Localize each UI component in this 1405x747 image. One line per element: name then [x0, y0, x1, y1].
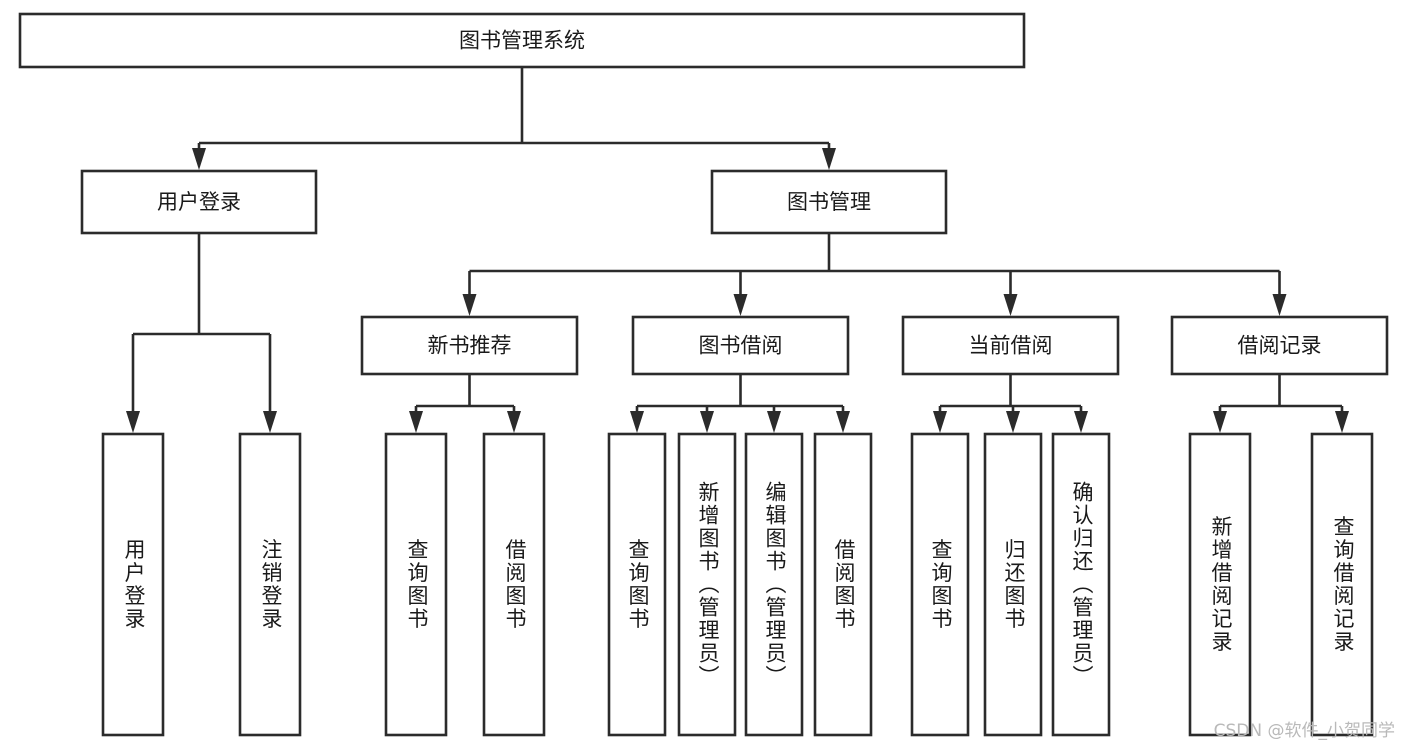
node-box — [607, 432, 667, 737]
node-box — [1310, 432, 1374, 737]
node-box — [744, 432, 804, 737]
node-box — [238, 432, 302, 737]
node-label: 查询图书 — [626, 539, 650, 631]
node-layer: 图书管理系统用户登录图书管理新书推荐图书借阅当前借阅借阅记录用户登录注销登录查询… — [18, 12, 1389, 737]
node-l1_0[interactable]: 用户登录 — [80, 169, 318, 235]
node-leaf_1[interactable]: 注销登录 — [238, 432, 302, 737]
node-leaf_0[interactable]: 用户登录 — [101, 432, 165, 737]
node-leaf_8[interactable]: 查询图书 — [910, 432, 970, 737]
node-l2_3[interactable]: 借阅记录 — [1170, 315, 1389, 376]
node-label: 用户登录 — [122, 539, 146, 631]
node-label: 注销登录 — [259, 539, 283, 631]
node-box — [384, 432, 448, 737]
node-label: 图书管理系统 — [459, 29, 585, 53]
node-leaf_12[interactable]: 查询借阅记录 — [1310, 432, 1374, 737]
node-box — [901, 315, 1120, 376]
node-box — [1170, 315, 1389, 376]
node-label: 新书推荐 — [428, 334, 512, 358]
node-label: 借阅图书 — [503, 539, 527, 631]
node-l2_2[interactable]: 当前借阅 — [901, 315, 1120, 376]
node-box — [983, 432, 1043, 737]
node-box — [910, 432, 970, 737]
node-label: 新增图书（管理员） — [696, 481, 720, 688]
node-leaf_7[interactable]: 借阅图书 — [813, 432, 873, 737]
node-box — [710, 169, 948, 235]
node-leaf_3[interactable]: 借阅图书 — [482, 432, 546, 737]
node-box — [1051, 432, 1111, 737]
node-root[interactable]: 图书管理系统 — [18, 12, 1026, 69]
node-l1_1[interactable]: 图书管理 — [710, 169, 948, 235]
node-leaf_9[interactable]: 归还图书 — [983, 432, 1043, 737]
node-label: 查询图书 — [929, 539, 953, 631]
node-label: 用户登录 — [157, 190, 241, 214]
node-box — [101, 432, 165, 737]
node-box — [631, 315, 850, 376]
node-box — [1188, 432, 1252, 737]
node-box — [360, 315, 579, 376]
node-leaf_11[interactable]: 新增借阅记录 — [1188, 432, 1252, 737]
node-label: 借阅记录 — [1238, 334, 1322, 358]
node-label: 确认归还（管理员） — [1070, 481, 1094, 688]
node-l2_1[interactable]: 图书借阅 — [631, 315, 850, 376]
node-box — [80, 169, 318, 235]
node-label: 查询图书 — [405, 539, 429, 631]
node-label: 新增借阅记录 — [1209, 516, 1233, 654]
node-box — [813, 432, 873, 737]
node-label: 图书管理 — [787, 190, 871, 214]
node-label: 查询借阅记录 — [1331, 516, 1355, 654]
node-leaf_5[interactable]: 新增图书（管理员） — [677, 432, 737, 737]
node-label: 当前借阅 — [969, 334, 1053, 358]
node-leaf_2[interactable]: 查询图书 — [384, 432, 448, 737]
node-leaf_4[interactable]: 查询图书 — [607, 432, 667, 737]
node-box — [482, 432, 546, 737]
node-leaf_6[interactable]: 编辑图书（管理员） — [744, 432, 804, 737]
node-label: 图书借阅 — [699, 334, 783, 358]
node-box — [18, 12, 1026, 69]
node-label: 编辑图书（管理员） — [763, 481, 787, 688]
edge-layer — [126, 67, 1349, 433]
node-l2_0[interactable]: 新书推荐 — [360, 315, 579, 376]
node-box — [677, 432, 737, 737]
node-label: 借阅图书 — [832, 539, 856, 631]
node-leaf_10[interactable]: 确认归还（管理员） — [1051, 432, 1111, 737]
node-label: 归还图书 — [1002, 539, 1026, 631]
